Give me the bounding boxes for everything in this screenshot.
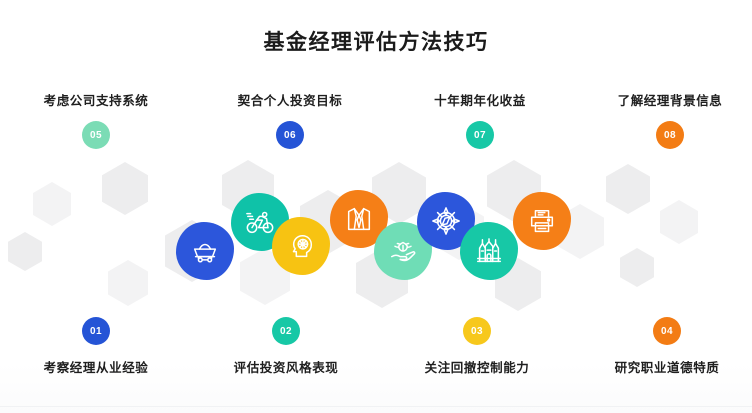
step-label-07: 十年期年化收益 <box>434 94 526 108</box>
page-title: 基金经理评估方法技巧 <box>263 31 489 54</box>
step-badge-04[interactable]: 04 <box>653 317 681 345</box>
hexagon-shape <box>108 260 148 306</box>
step-caption-01: 01 考察经理从业经验 <box>1 317 191 376</box>
step-badge-05[interactable]: 05 <box>82 121 110 149</box>
step-label-06: 契合个人投资目标 <box>237 94 343 108</box>
step-badge-03[interactable]: 03 <box>463 317 491 345</box>
suit-jacket-icon <box>344 204 374 234</box>
cyclist-icon <box>245 207 275 237</box>
step-badge-08[interactable]: 08 <box>656 121 684 149</box>
step-caption-06: 契合个人投资目标 06 <box>195 90 385 149</box>
step-label-02: 评估投资风格表现 <box>233 361 339 375</box>
castle-icon <box>474 236 504 266</box>
hexagon-shape <box>660 200 698 244</box>
hexagon-shape <box>620 248 654 287</box>
step-badge-02[interactable]: 02 <box>272 317 300 345</box>
step-caption-02: 02 评估投资风格表现 <box>191 317 381 376</box>
head-brain-icon <box>286 231 316 261</box>
step-circle-07[interactable] <box>460 222 518 280</box>
step-circle-03[interactable] <box>272 217 330 275</box>
step-caption-07: 十年期年化收益 07 <box>385 90 575 149</box>
hexagon-shape <box>102 162 148 215</box>
step-circle-01[interactable] <box>176 222 234 280</box>
step-caption-04: 04 研究职业道德特质 <box>572 317 752 376</box>
step-caption-03: 03 关注回撤控制能力 <box>382 317 572 376</box>
step-badge-06[interactable]: 06 <box>276 121 304 149</box>
hexagon-shape <box>33 182 71 226</box>
step-label-01: 考察经理从业经验 <box>43 361 149 375</box>
step-badge-01[interactable]: 01 <box>82 317 110 345</box>
step-label-04: 研究职业道德特质 <box>614 361 720 375</box>
hand-plant-icon <box>388 236 418 266</box>
step-badge-07[interactable]: 07 <box>466 121 494 149</box>
mine-cart-icon <box>190 236 220 266</box>
hexagon-shape <box>606 164 650 214</box>
compass-icon <box>431 206 461 236</box>
step-circle-08[interactable] <box>513 192 571 250</box>
step-label-08: 了解经理背景信息 <box>617 94 723 108</box>
step-label-03: 关注回撤控制能力 <box>424 361 530 375</box>
printer-icon <box>527 206 557 236</box>
step-label-05: 考虑公司支持系统 <box>43 94 149 108</box>
step-caption-08: 了解经理背景信息 08 <box>575 90 752 149</box>
step-caption-05: 考虑公司支持系统 05 <box>1 90 191 149</box>
hexagon-shape <box>8 232 42 271</box>
